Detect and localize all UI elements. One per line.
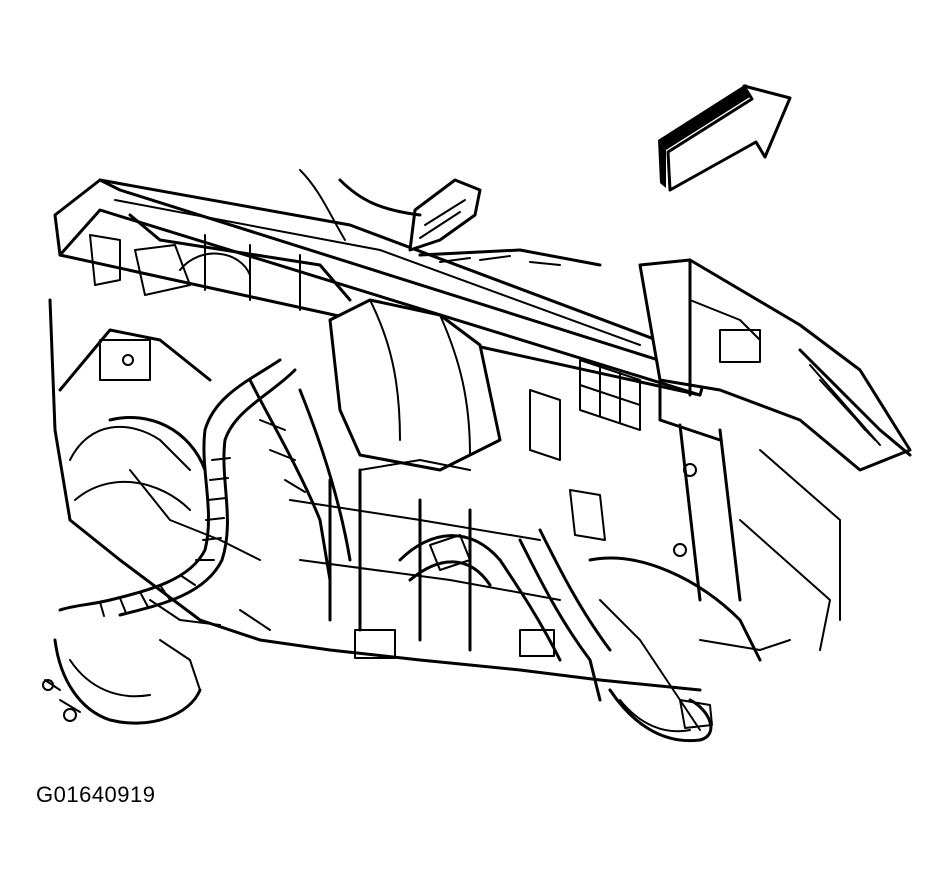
right-end-housing: [588, 258, 912, 731]
central-plenum: [328, 248, 602, 472]
figure-code-caption: G01640919: [36, 782, 156, 807]
lower-left-blower: [42, 638, 202, 725]
center-harness: [359, 459, 612, 702]
wiring-harness: [58, 358, 352, 617]
center-vent-grid: [529, 359, 641, 461]
direction-arrow-icon: [658, 84, 792, 192]
lower-right-mount: [608, 639, 791, 743]
mounting-bracket-top: [299, 169, 482, 252]
